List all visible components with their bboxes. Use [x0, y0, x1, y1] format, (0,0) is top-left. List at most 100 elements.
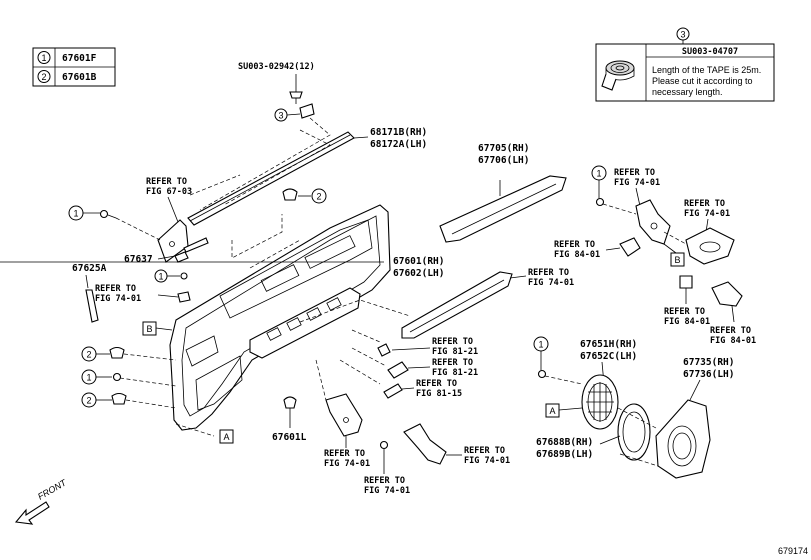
outside-handle-frame — [685, 227, 735, 265]
tape-roll-icon — [601, 60, 635, 91]
tape-piece — [299, 103, 315, 119]
label-67601: 67601(RH) — [393, 256, 444, 267]
marker-1-left-top: 1 — [73, 209, 78, 219]
label-67601l: 67601L — [272, 432, 307, 443]
label-67652c: 67652C(LH) — [580, 351, 637, 362]
clip-icon — [289, 91, 303, 104]
label-67688b: 67688B(RH) — [536, 437, 593, 448]
refer-81-15-line2: FIG 81-15 — [416, 389, 462, 399]
label-67705: 67705(RH) — [478, 143, 529, 154]
refer-74-01-sb-line1: REFER TO — [364, 476, 405, 486]
refer-84-01-c-line1: REFER TO — [710, 326, 751, 336]
refer-81-21-a-line1: REFER TO — [432, 337, 473, 347]
refer-81-21-a-line2: FIG 81-21 — [432, 347, 478, 357]
refer-67-03-line2: FIG 67-03 — [146, 187, 192, 197]
refer-74-01-cb-line1: REFER TO — [464, 446, 505, 456]
refer-74-01-r2-line1: REFER TO — [684, 199, 725, 209]
legend-marker-2: 2 — [41, 72, 46, 82]
door-trim-panel — [169, 204, 391, 431]
label-su003-02942: SU003-02942(12) — [238, 62, 315, 72]
marker-2-top: 2 — [316, 192, 321, 202]
label-67735: 67735(RH) — [683, 357, 734, 368]
tape-note-line-2: Please cut it according to — [652, 76, 753, 86]
door-lock-assembly — [635, 199, 671, 245]
refer-74-01-r2-line2: FIG 74-01 — [684, 209, 730, 219]
label-68171b: 68171B(RH) — [370, 127, 427, 138]
tape-note-line-1: Length of the TAPE is 25m. — [652, 65, 761, 75]
armrest-garnish — [401, 271, 513, 339]
refer-67-03-line1: REFER TO — [146, 177, 187, 187]
label-67736: 67736(LH) — [683, 369, 734, 380]
switch-81-15 — [383, 383, 403, 399]
switch-81-21-b — [387, 361, 409, 379]
ref-box-b-left — [142, 321, 157, 336]
refer-74-01-cb-line2: FIG 74-01 — [464, 456, 510, 466]
ref-b-left: B — [146, 324, 152, 334]
tape-note-marker: 3 — [680, 30, 685, 40]
refer-84-01-b-line1: REFER TO — [664, 307, 705, 317]
clip-67601l — [283, 396, 297, 409]
label-67706: 67706(LH) — [478, 155, 529, 166]
upper-garnish — [439, 175, 567, 243]
connector-84-01-b — [679, 275, 693, 289]
switch-81-21-a — [377, 343, 391, 357]
marker-3-tape: 3 — [278, 111, 283, 121]
marker-1-speaker: 1 — [538, 340, 543, 350]
speaker-cover — [655, 399, 711, 479]
speaker-grille — [581, 374, 619, 430]
refer-74-01-left-line1: REFER TO — [95, 284, 136, 294]
label-67602: 67602(LH) — [393, 268, 444, 279]
label-68172a: 68172A(LH) — [370, 139, 427, 150]
speaker-ring — [617, 403, 651, 461]
clip-74-01-left — [177, 291, 191, 303]
marker-2-icon — [37, 70, 51, 83]
label-67651h: 67651H(RH) — [580, 339, 637, 350]
inside-handle-bracket — [157, 219, 209, 263]
screw-bottom-icon — [379, 440, 389, 450]
tape-note-part: SU003-04707 — [682, 47, 738, 57]
label-67625a: 67625A — [72, 263, 107, 274]
refer-74-01-arm-line2: FIG 74-01 — [528, 278, 574, 288]
ref-a-bottom: A — [223, 432, 229, 442]
refer-81-21-b-line2: FIG 81-21 — [432, 368, 478, 378]
actuator-84-01-a — [619, 237, 641, 257]
front-arrow-icon — [14, 501, 50, 525]
front-label: FRONT — [36, 477, 69, 502]
marker-2-icon-top — [311, 188, 327, 204]
refer-84-01-c-line2: FIG 84-01 — [710, 336, 756, 346]
marker-2-left-a: 2 — [86, 350, 91, 360]
refer-81-21-b-line1: REFER TO — [432, 358, 473, 368]
ref-box-a-speaker — [545, 403, 560, 418]
refer-74-01-r1-line1: REFER TO — [614, 168, 655, 178]
legend-marker-1: 1 — [41, 53, 46, 63]
marker-1-right: 1 — [596, 169, 601, 179]
ref-box-a-bottom — [219, 429, 234, 444]
lamp-84-01-c — [711, 281, 743, 307]
legend-part-1: 67601F — [62, 53, 97, 64]
marker-2-left-c: 2 — [86, 396, 91, 406]
refer-74-01-left-line2: FIG 74-01 — [95, 294, 141, 304]
tape-note-line-3: necessary length. — [652, 87, 723, 97]
refer-84-01-a-line2: FIG 84-01 — [554, 250, 600, 260]
refer-74-01-sb-line2: FIG 74-01 — [364, 486, 410, 496]
legend-part-2: 67601B — [62, 72, 97, 83]
marker-1-icon — [37, 51, 51, 64]
label-67637: 67637 — [124, 254, 153, 265]
diagram-number: 679174 — [778, 546, 808, 556]
refer-74-01-r1-line2: FIG 74-01 — [614, 178, 660, 188]
label-67689b: 67689B(LH) — [536, 449, 593, 460]
legend-table: 1 67601F 2 67601B — [32, 47, 116, 87]
marker-1-left-b: 1 — [86, 373, 91, 383]
refer-74-01-arm-line1: REFER TO — [528, 268, 569, 278]
ref-box-b-right — [670, 252, 685, 267]
cap-67637 — [174, 251, 189, 263]
rod-67625a — [85, 289, 99, 323]
refer-74-01-lb-line2: FIG 74-01 — [324, 459, 370, 469]
ref-a-speaker: A — [549, 406, 555, 416]
refer-74-01-lb-line1: REFER TO — [324, 449, 365, 459]
refer-84-01-b-line2: FIG 84-01 — [664, 317, 710, 327]
screw-icon — [99, 209, 117, 219]
cable-bracket — [403, 423, 447, 465]
clip-67601b-icon — [282, 188, 298, 201]
